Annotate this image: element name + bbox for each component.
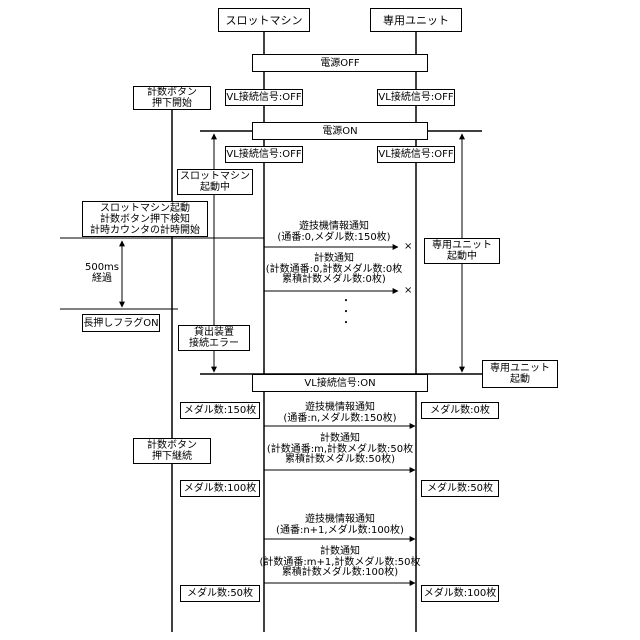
vl-on-bar: VL接続信号:ON: [252, 374, 428, 392]
note-press-continue: 計数ボタン 押下継続: [133, 438, 211, 464]
msg-info3-line1: 遊技機情報通知: [276, 515, 404, 526]
note-slot-started-line3: 計時カウンタの計時開始: [90, 225, 200, 236]
vl-off-slot-1: VL接続信号:OFF: [225, 89, 303, 106]
vl-on-label: VL接続信号:ON: [304, 378, 375, 389]
note-dispenser-error: 貸出装置 接続エラー: [178, 325, 250, 351]
msg-count1-line3: 累積計数メダル数:0枚): [266, 275, 403, 286]
msg-info2: 遊技機情報通知 (通番:n,メダル数:150枚): [283, 403, 396, 424]
label-elapsed: 500ms 経過: [84, 262, 120, 284]
note-unit-booting-line1: 専用ユニット: [432, 240, 492, 251]
msg-info1: 遊技機情報通知 (通番:0,メダル数:150枚): [277, 222, 390, 243]
ellipsis-dot-1: ・: [341, 296, 351, 307]
note-dispenser-error-line2: 接続エラー: [189, 338, 239, 349]
medal-slot-2: メダル数:100枚: [180, 480, 260, 497]
medal-unit-2-label: メダル数:50枚: [427, 483, 493, 494]
msg-count3: 計数通知 (計数通番:m+1,計数メダル数:50枚 累積計数メダル数:100枚): [259, 547, 420, 579]
participant-unit: 専用ユニット: [370, 8, 462, 32]
msg-ellipsis: ・ ・ ・: [341, 296, 351, 329]
power-on-bar: 電源ON: [252, 122, 428, 140]
msg-count3-line3: 累積計数メダル数:100枚): [259, 568, 420, 579]
note-slot-booting: スロットマシン 起動中: [177, 169, 253, 195]
label-elapsed-line1: 500ms: [84, 262, 120, 273]
medal-slot-3: メダル数:50枚: [180, 585, 260, 602]
note-dispenser-error-line1: 貸出装置: [194, 327, 234, 338]
participant-slot-label: スロットマシン: [226, 15, 303, 26]
medal-unit-1: メダル数:0枚: [421, 402, 499, 419]
vl-off-slot-2-label: VL接続信号:OFF: [226, 149, 301, 160]
medal-slot-1-label: メダル数:150枚: [184, 405, 256, 416]
note-press-start-line1: 計数ボタン: [147, 87, 197, 98]
note-slot-booting-line1: スロットマシン: [180, 171, 250, 182]
note-slot-started-line2: 計数ボタン押下検知: [100, 214, 190, 225]
msg-info3: 遊技機情報通知 (通番:n+1,メダル数:100枚): [276, 515, 404, 536]
label-elapsed-line2: 経過: [84, 273, 120, 284]
note-press-continue-line2: 押下継続: [152, 451, 192, 462]
note-unit-started-line2: 起動: [510, 374, 530, 385]
ellipsis-dot-3: ・: [341, 318, 351, 329]
msg-count1-line1: 計数通知: [266, 254, 403, 265]
power-on-label: 電源ON: [322, 126, 357, 137]
vl-off-unit-2: VL接続信号:OFF: [377, 146, 455, 163]
msg-info3-line2: (通番:n+1,メダル数:100枚): [276, 526, 404, 537]
medal-unit-3-label: メダル数:100枚: [424, 588, 496, 599]
medal-unit-3: メダル数:100枚: [421, 585, 499, 602]
power-off-bar: 電源OFF: [252, 54, 428, 72]
msg-info2-line1: 遊技機情報通知: [283, 403, 396, 414]
note-long-press-flag-label: 長押しフラグON: [83, 318, 158, 329]
lost-marker-2: ×: [404, 286, 412, 296]
note-slot-booting-line2: 起動中: [200, 182, 230, 193]
note-press-continue-line1: 計数ボタン: [147, 440, 197, 451]
note-press-start-line2: 押下開始: [152, 98, 192, 109]
msg-count1: 計数通知 (計数通番:0,計数メダル数:0枚 累積計数メダル数:0枚): [266, 254, 403, 286]
vl-off-unit-2-label: VL接続信号:OFF: [378, 149, 453, 160]
msg-info1-line1: 遊技機情報通知: [277, 222, 390, 233]
note-unit-started: 専用ユニット 起動: [482, 360, 558, 388]
note-press-start: 計数ボタン 押下開始: [133, 86, 211, 110]
msg-count2: 計数通知 (計数通番:m,計数メダル数:50枚 累積計数メダル数:50枚): [267, 434, 413, 466]
note-slot-started-line1: スロットマシン起動: [100, 203, 190, 214]
lost-marker-1: ×: [404, 242, 412, 252]
note-unit-booting: 専用ユニット 起動中: [424, 238, 500, 264]
medal-slot-2-label: メダル数:100枚: [184, 483, 256, 494]
note-unit-booting-line2: 起動中: [447, 251, 477, 262]
note-long-press-flag: 長押しフラグON: [82, 314, 160, 332]
participant-unit-label: 専用ユニット: [383, 15, 449, 26]
vl-off-slot-1-label: VL接続信号:OFF: [226, 92, 301, 103]
medal-slot-1: メダル数:150枚: [180, 402, 260, 419]
msg-count2-line1: 計数通知: [267, 434, 413, 445]
note-slot-started: スロットマシン起動 計数ボタン押下検知 計時カウンタの計時開始: [82, 201, 208, 237]
msg-info2-line2: (通番:n,メダル数:150枚): [283, 414, 396, 425]
vl-off-unit-1-label: VL接続信号:OFF: [378, 92, 453, 103]
ellipsis-dot-2: ・: [341, 307, 351, 318]
medal-unit-2: メダル数:50枚: [421, 480, 499, 497]
note-unit-started-line1: 専用ユニット: [490, 363, 550, 374]
vl-off-slot-2: VL接続信号:OFF: [225, 146, 303, 163]
power-off-label: 電源OFF: [320, 58, 359, 69]
msg-count3-line1: 計数通知: [259, 547, 420, 558]
msg-info1-line2: (通番:0,メダル数:150枚): [277, 233, 390, 244]
medal-unit-1-label: メダル数:0枚: [430, 405, 490, 416]
msg-count2-line3: 累積計数メダル数:50枚): [267, 455, 413, 466]
vl-off-unit-1: VL接続信号:OFF: [377, 89, 455, 106]
medal-slot-3-label: メダル数:50枚: [187, 588, 253, 599]
participant-slot: スロットマシン: [218, 8, 310, 32]
